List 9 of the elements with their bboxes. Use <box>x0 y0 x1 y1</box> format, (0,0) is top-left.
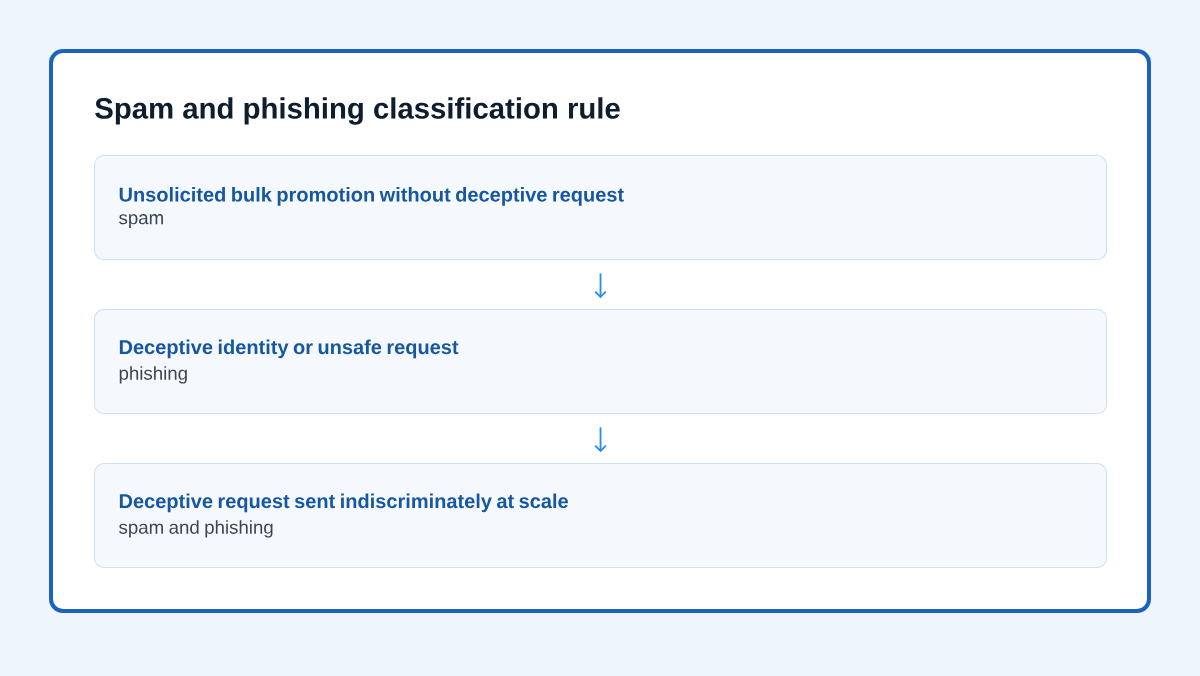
arrow <box>594 426 607 453</box>
title: Spam and phishing classification rule <box>95 97 620 125</box>
arrow <box>594 272 607 299</box>
box-text: spam and phishing <box>119 520 273 538</box>
box-heading: Deceptive request sent indiscriminately at scale <box>119 493 568 513</box>
box-text: phishing <box>119 366 187 384</box>
box-heading: Deceptive identity or unsafe request <box>119 339 459 359</box>
box-heading: Unsolicited bulk promotion without deceptive request <box>119 187 624 206</box>
box-text: spam <box>119 214 163 229</box>
